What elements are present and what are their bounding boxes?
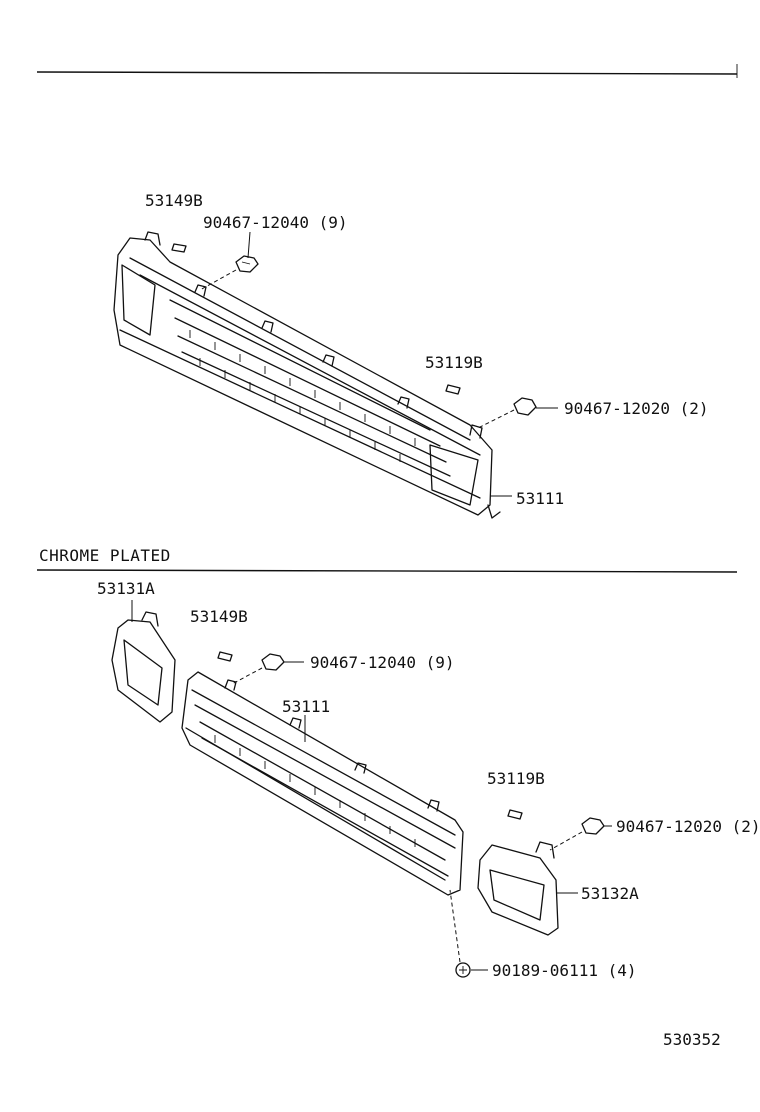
- label-53111-top: 53111: [516, 489, 564, 508]
- top-clip-53119b: [445, 384, 461, 395]
- label-53132a: 53132A: [581, 884, 639, 903]
- section-heading-chrome-plated: CHROME PLATED: [39, 546, 171, 565]
- screw-90189-06111: [455, 962, 471, 978]
- label-53119b-bottom: 53119B: [487, 769, 545, 788]
- bottom-clip-90467-12020: [581, 817, 605, 835]
- top-clip-90467-12020: [513, 397, 537, 416]
- label-53119b-top: 53119B: [425, 353, 483, 372]
- left-end-piece-53131a: [111, 611, 176, 723]
- bottom-grille-53111: [181, 671, 464, 896]
- label-90467-12040-bottom: 90467-12040 (9): [310, 653, 455, 672]
- bottom-clip-53119b: [507, 809, 523, 820]
- label-53111-bottom: 53111: [282, 697, 330, 716]
- bottom-clip-90467-12040: [261, 653, 285, 671]
- top-divider: [36, 71, 738, 75]
- label-90189-06111: 90189-06111 (4): [492, 961, 637, 980]
- bottom-clip-53149b: [217, 651, 233, 662]
- top-grille-drawing: [113, 231, 501, 519]
- label-53131a: 53131A: [97, 579, 155, 598]
- label-90467-12020-top: 90467-12020 (2): [564, 399, 709, 418]
- figure-code: 530352: [663, 1030, 721, 1049]
- label-90467-12040-top: 90467-12040 (9): [203, 213, 348, 232]
- label-53149b-top: 53149B: [145, 191, 203, 210]
- label-90467-12020-bottom: 90467-12020 (2): [616, 817, 760, 836]
- middle-divider: [36, 569, 738, 573]
- top-clip-53149b: [171, 243, 187, 253]
- top-clip-90467-12040: [235, 255, 259, 273]
- right-end-piece-53132a: [477, 841, 559, 936]
- label-53149b-bottom: 53149B: [190, 607, 248, 626]
